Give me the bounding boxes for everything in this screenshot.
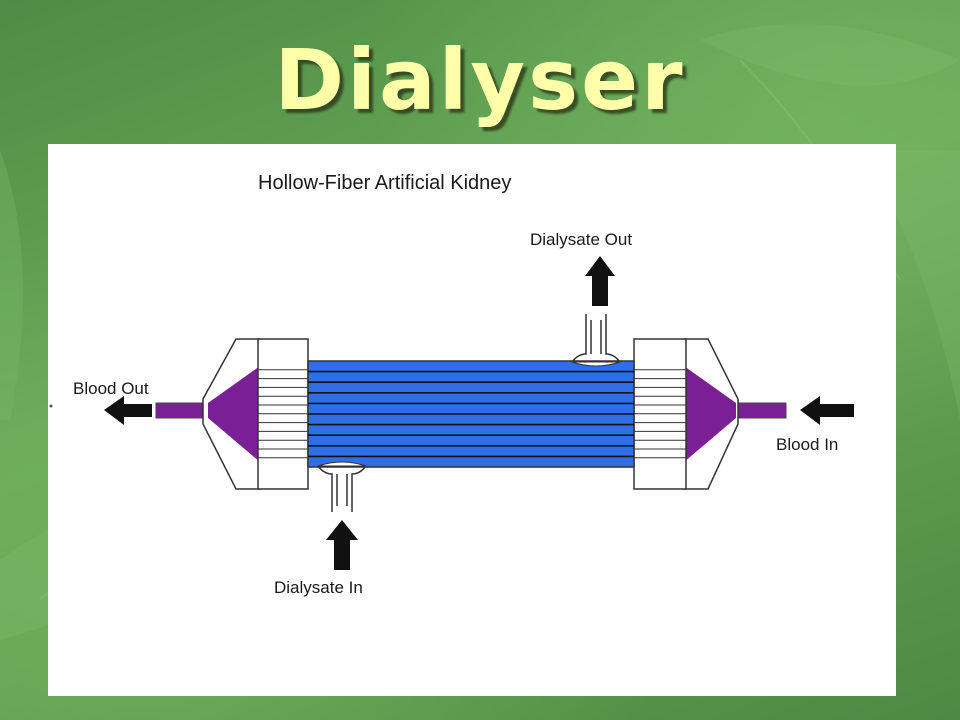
dialysate-out-arrow: [585, 256, 615, 306]
blood-in-label: Blood In: [776, 435, 839, 454]
fiber-lines: [308, 370, 634, 458]
right-blood-chamber: [684, 366, 736, 462]
blood-out-label: Blood Out: [73, 379, 149, 398]
dialysate-out-port: [571, 314, 621, 363]
dialysate-in-label: Dialysate In: [274, 578, 363, 597]
diagram-title: Hollow-Fiber Artificial Kidney: [258, 172, 512, 194]
blood-out-arrow: [104, 396, 152, 425]
dialysate-in-port: [317, 465, 367, 512]
dialysate-in-arrow: [326, 520, 358, 570]
dialysate-out-label: Dialysate Out: [530, 230, 633, 249]
blood-in-arrow: [800, 396, 854, 425]
diagram-panel: Hollow-Fiber Artificial Kidney Dialysate…: [48, 144, 896, 696]
blood-in-tube: [735, 402, 787, 419]
slide-title: Dialyser: [274, 31, 686, 129]
blood-out-tube: [155, 402, 209, 419]
left-blood-chamber: [208, 366, 260, 462]
dialyser-diagram: [49, 256, 854, 570]
